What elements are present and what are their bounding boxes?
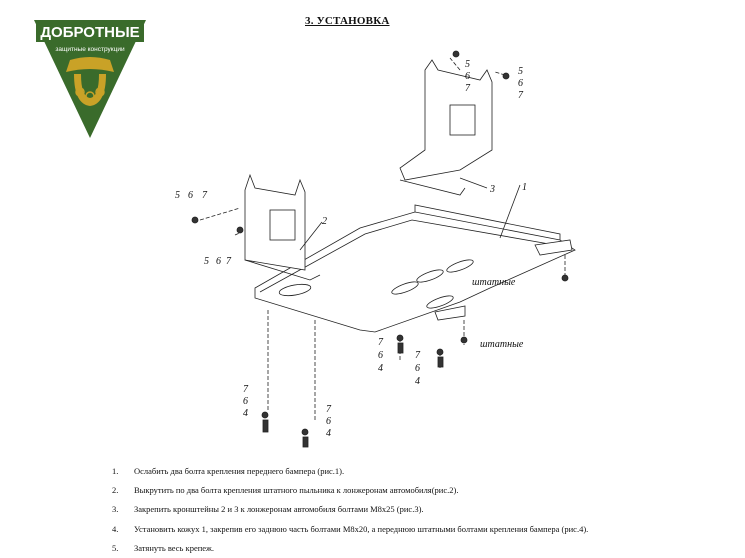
stack-label-7c: 7 (465, 83, 471, 94)
bracket-part-2 (244, 173, 323, 281)
stack-label-7b: 7 (226, 256, 232, 267)
stack-label-5d: 5 (518, 66, 523, 77)
stack-label-6d: 6 (518, 78, 523, 89)
step-number: 1. (112, 466, 119, 476)
logo-tagline-text: защитные конструкции (55, 46, 125, 53)
stack-label-6: 6 (188, 190, 193, 201)
stack-label-7h: 7 (326, 404, 332, 415)
logo-emblem-icon (66, 57, 114, 106)
stack-label-6f: 6 (415, 363, 420, 374)
stack-label-6e: 6 (378, 350, 383, 361)
stack-label-7f: 7 (415, 350, 421, 361)
bolt-stack-icon (191, 50, 569, 448)
step-text: Ослабить два болта крепления переднего б… (134, 466, 345, 476)
step-text: Выкрутить по два болта крепления штатног… (134, 485, 459, 496)
note-standard-1: штатные (472, 277, 516, 288)
list-item: 4. Установить кожух 1, закрепив его задню… (112, 520, 588, 539)
stack-label-5c: 5 (465, 59, 470, 70)
stack-label-4f: 4 (415, 376, 420, 387)
brand-logo: ДОБРОТНЫЕ защитные конструкции (34, 20, 146, 140)
stack-label-7d: 7 (518, 90, 524, 101)
label-part-2: 2 (322, 216, 327, 227)
stack-label-6c: 6 (465, 71, 470, 82)
step-number: 2. (112, 485, 119, 496)
step-text: Затянуть весь крепеж. (134, 542, 215, 553)
list-item: 3. Закрепить кронштейны 2 и 3 к лонжерона… (112, 500, 588, 519)
stack-label-6h: 6 (326, 416, 331, 427)
label-part-1: 1 (522, 182, 527, 193)
stack-label-7e: 7 (378, 337, 384, 348)
stack-label-4e: 4 (378, 363, 383, 374)
installation-diagram: 1 2 3 штатные штатные 5 6 7 5 6 7 5 6 7 … (160, 40, 580, 450)
page-title: 3. УСТАНОВКА (305, 15, 390, 27)
stack-label-4g: 4 (243, 408, 248, 419)
step-text: Закрепить кронштейны 2 и 3 к лонжеронам … (134, 504, 424, 515)
step-text: Установить кожух 1, закрепив его заднюю … (134, 523, 589, 534)
skid-plate-part-1 (254, 184, 576, 333)
stack-label-6g: 6 (243, 396, 248, 407)
logo-brand-text: ДОБРОТНЫЕ (40, 24, 139, 41)
list-item: 5. Затянуть весь крепеж. (112, 539, 588, 558)
step-number: 3. (112, 504, 119, 515)
stack-label-7g: 7 (243, 384, 249, 395)
stack-label-4h: 4 (326, 428, 331, 439)
list-item: 1. Ослабить два болта крепления переднего… (112, 462, 588, 481)
stack-label-6b: 6 (216, 256, 221, 267)
bracket-part-3 (399, 59, 493, 196)
step-number: 4. (112, 523, 119, 534)
step-number: 5. (112, 542, 119, 553)
installation-steps: 1. Ослабить два болта крепления переднего… (112, 462, 588, 558)
label-part-3: 3 (489, 184, 495, 195)
note-standard-2: штатные (480, 339, 524, 350)
list-item: 2. Выкрутить по два болта крепления штатн… (112, 481, 588, 500)
stack-label-5b: 5 (204, 256, 209, 267)
logo-triangle (34, 20, 146, 138)
stack-label-5: 5 (175, 190, 180, 201)
stack-label-7: 7 (202, 190, 208, 201)
